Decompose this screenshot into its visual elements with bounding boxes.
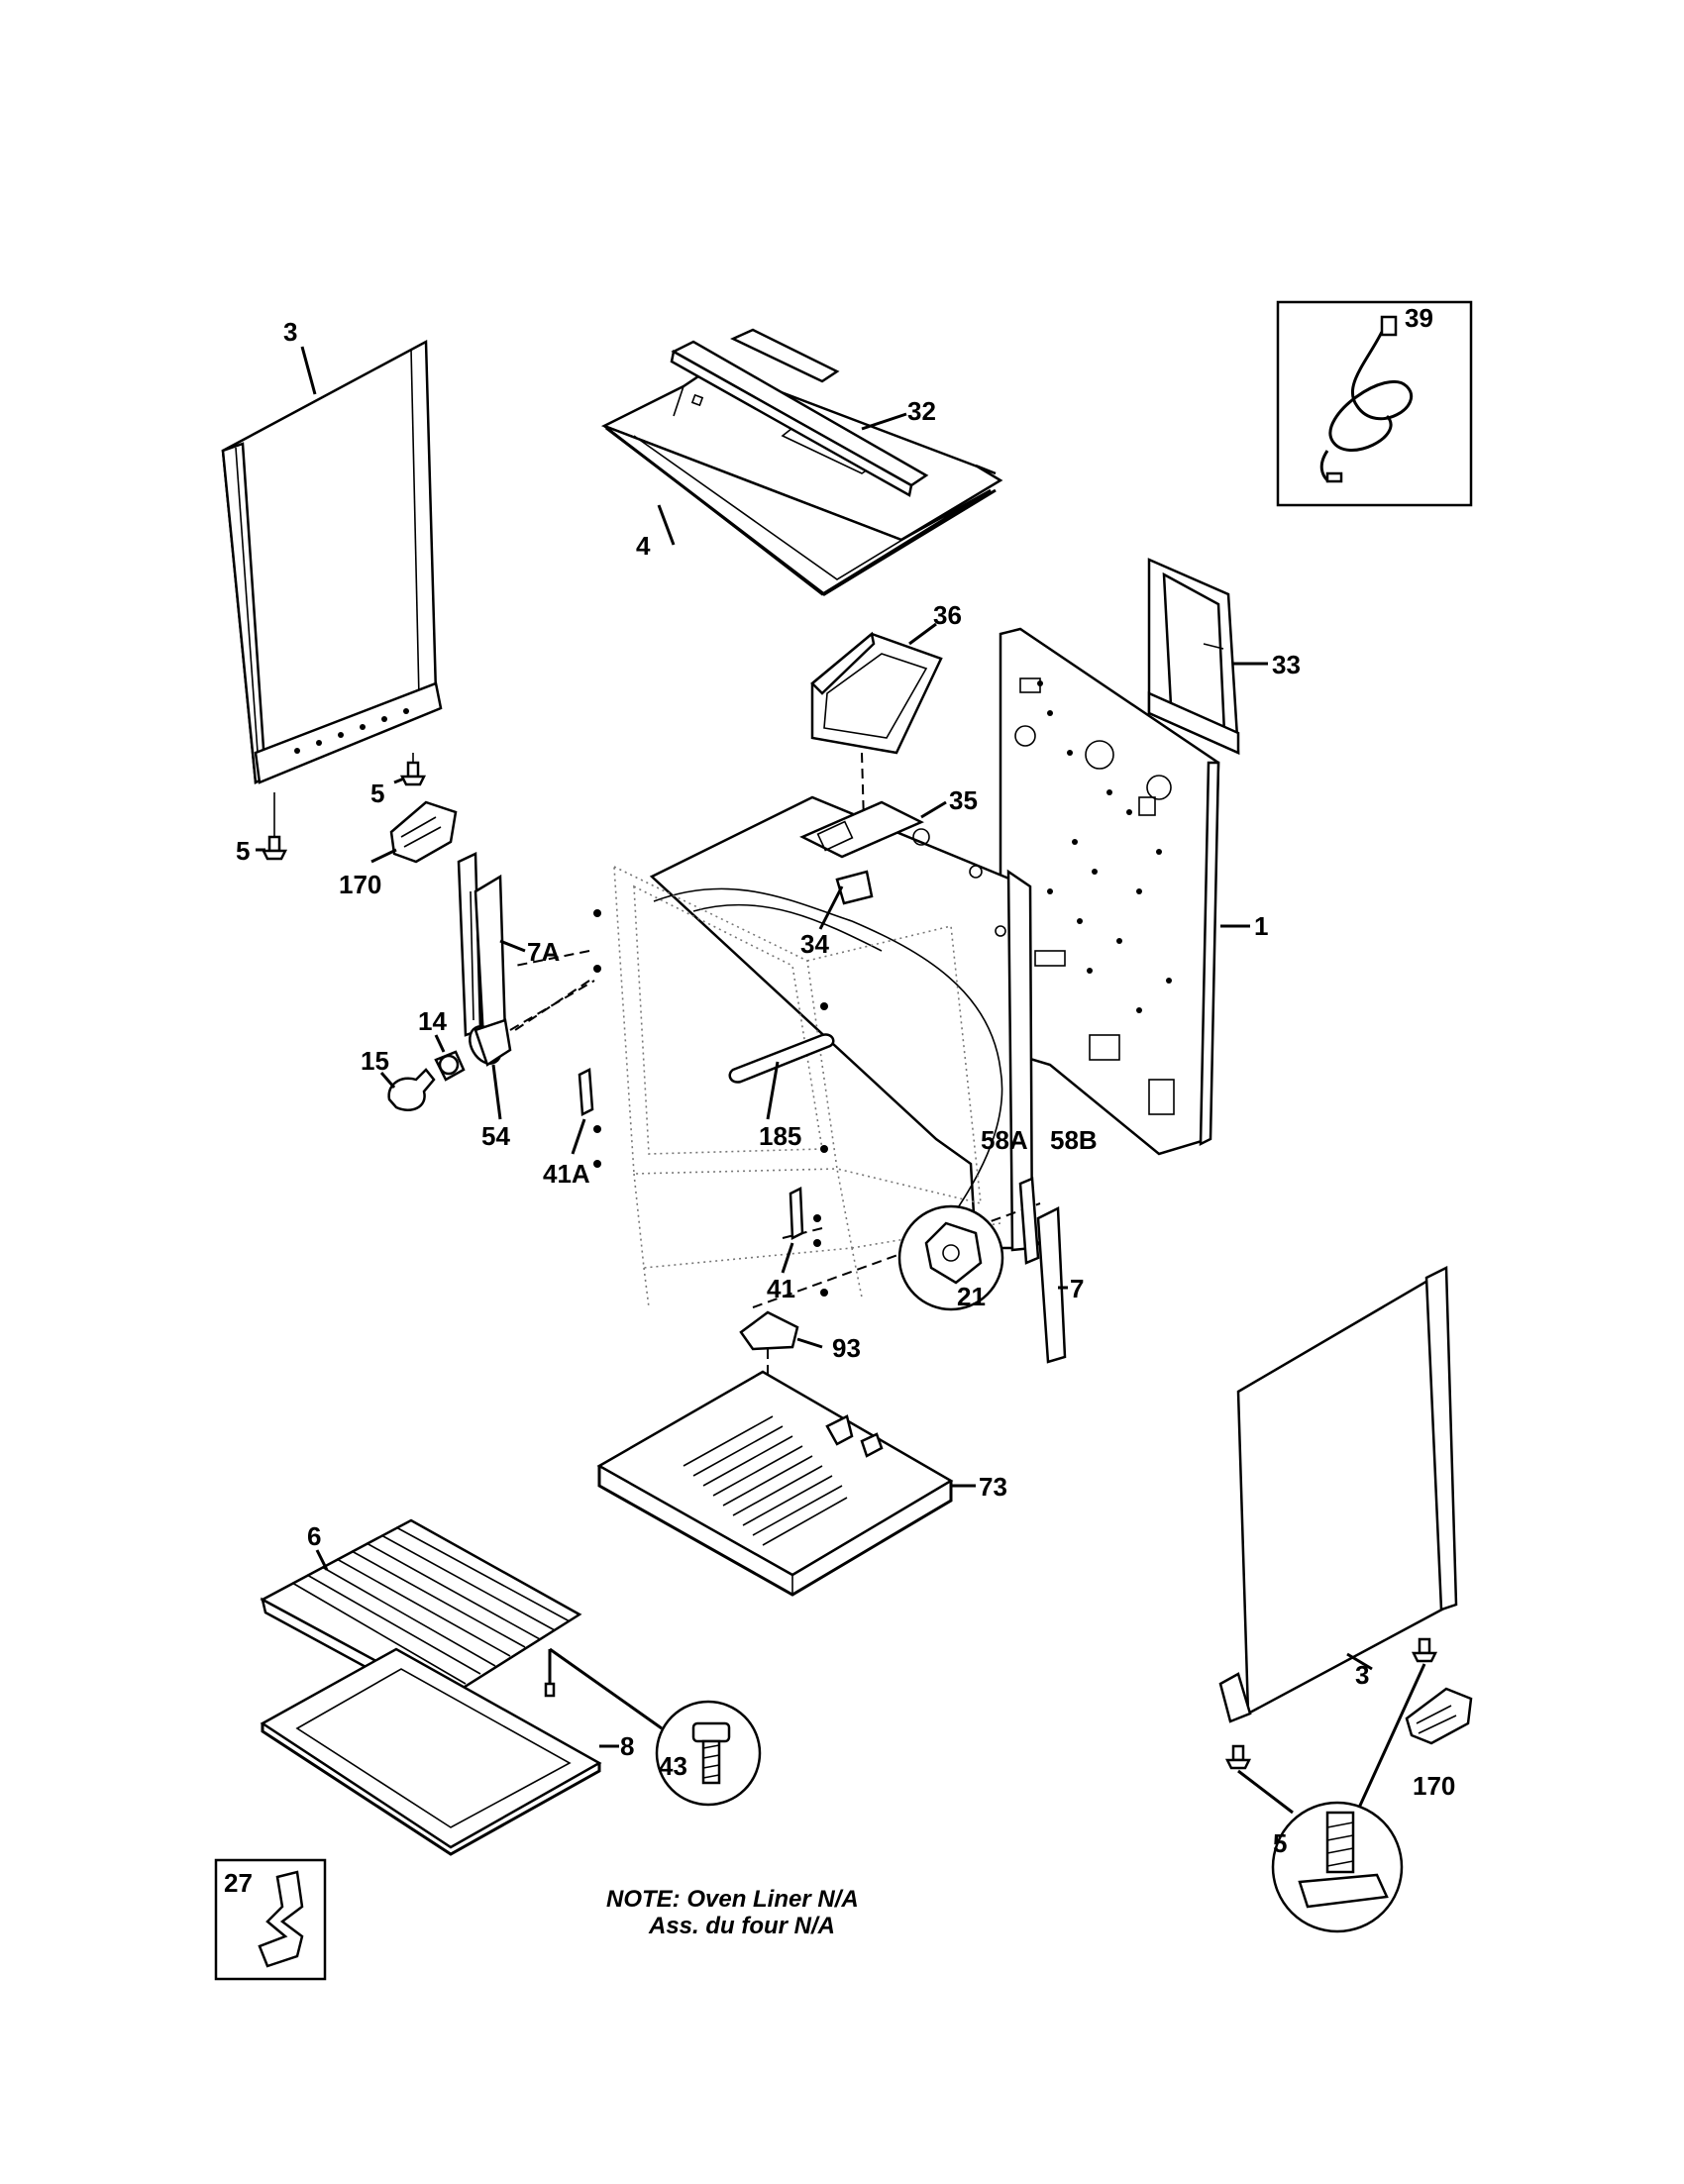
oven-wrapper-58	[649, 795, 1066, 1255]
label-14: 14	[418, 1006, 447, 1036]
label-34: 34	[800, 929, 829, 959]
clip-41a	[571, 1068, 594, 1155]
note-line-2: Ass. du four N/A	[648, 1913, 835, 1939]
light-bulb-15	[379, 1068, 436, 1111]
label-7a: 7A	[527, 937, 560, 967]
note-block: NOTE: Oven Liner N/A Ass. du four N/A	[606, 1886, 859, 1939]
label-32: 32	[907, 396, 936, 426]
label-93: 93	[832, 1333, 861, 1363]
label-15: 15	[361, 1046, 389, 1076]
hinge-bracket-170-left	[370, 800, 458, 864]
label-36: 36	[933, 600, 962, 630]
handle-185	[728, 1033, 835, 1120]
screw-5-lower	[256, 792, 288, 861]
label-170-right: 170	[1413, 1771, 1455, 1801]
label-7: 7	[1070, 1274, 1084, 1303]
top-rail-32	[670, 328, 929, 497]
label-54: 54	[481, 1121, 510, 1151]
lamp-lens-54	[469, 980, 595, 1120]
label-6: 6	[307, 1521, 321, 1551]
detail-box-27	[214, 1858, 327, 1981]
rear-cover-33	[1147, 558, 1268, 755]
label-4: 4	[636, 531, 651, 561]
label-3-right: 3	[1355, 1660, 1369, 1690]
label-185: 185	[759, 1121, 801, 1151]
label-3-left: 3	[283, 317, 297, 347]
label-8: 8	[620, 1731, 634, 1761]
clip-41	[781, 1187, 804, 1274]
detail-box-39	[1276, 300, 1473, 507]
label-5-detail: 5	[1273, 1828, 1287, 1858]
label-21: 21	[957, 1282, 986, 1311]
hinge-bracket-170-right	[1405, 1687, 1473, 1745]
part-labels: 3 4 32 39 36 33 5 5 170 35 1 34 7A 14 15…	[224, 303, 1455, 1898]
label-5-b: 5	[236, 836, 250, 866]
label-1: 1	[1254, 911, 1268, 941]
label-41: 41	[767, 1274, 795, 1303]
label-41a: 41A	[543, 1159, 590, 1189]
side-panel-left	[221, 339, 443, 784]
rack-support-7a	[457, 852, 526, 1042]
label-73: 73	[979, 1472, 1007, 1502]
rack-support-7	[1018, 1177, 1068, 1364]
leader-34	[818, 885, 844, 930]
label-58b: 58B	[1050, 1125, 1098, 1155]
screw-right-upper	[1411, 1637, 1438, 1663]
label-170-left: 170	[339, 870, 381, 899]
lamp-socket-14	[434, 1034, 466, 1082]
detail-circle-5	[1271, 1801, 1404, 1933]
screw-5-upper	[393, 753, 427, 786]
top-frame-4	[600, 364, 1003, 596]
label-39: 39	[1405, 303, 1433, 333]
label-58a: 58A	[981, 1125, 1028, 1155]
broiler-pan-8	[260, 1647, 619, 1856]
label-27: 27	[224, 1868, 253, 1898]
detail-circle-21	[897, 1204, 1004, 1311]
label-43: 43	[659, 1751, 687, 1781]
bracket-93	[739, 1310, 823, 1392]
label-35: 35	[949, 785, 978, 815]
oven-bottom-73	[596, 1370, 976, 1597]
leader-35	[920, 800, 947, 819]
leader-5-right-b	[1237, 1769, 1294, 1815]
detail-circle-43	[544, 1647, 762, 1807]
note-line-1: NOTE: Oven Liner N/A	[606, 1886, 859, 1913]
screw-right-lower	[1224, 1744, 1252, 1770]
label-5-a: 5	[370, 779, 384, 808]
cavity-screws	[593, 909, 828, 1297]
side-panel-right	[1218, 1266, 1458, 1723]
label-33: 33	[1272, 650, 1301, 679]
leader-5-right-a	[1357, 1663, 1426, 1809]
vent-duct-36	[810, 622, 943, 823]
